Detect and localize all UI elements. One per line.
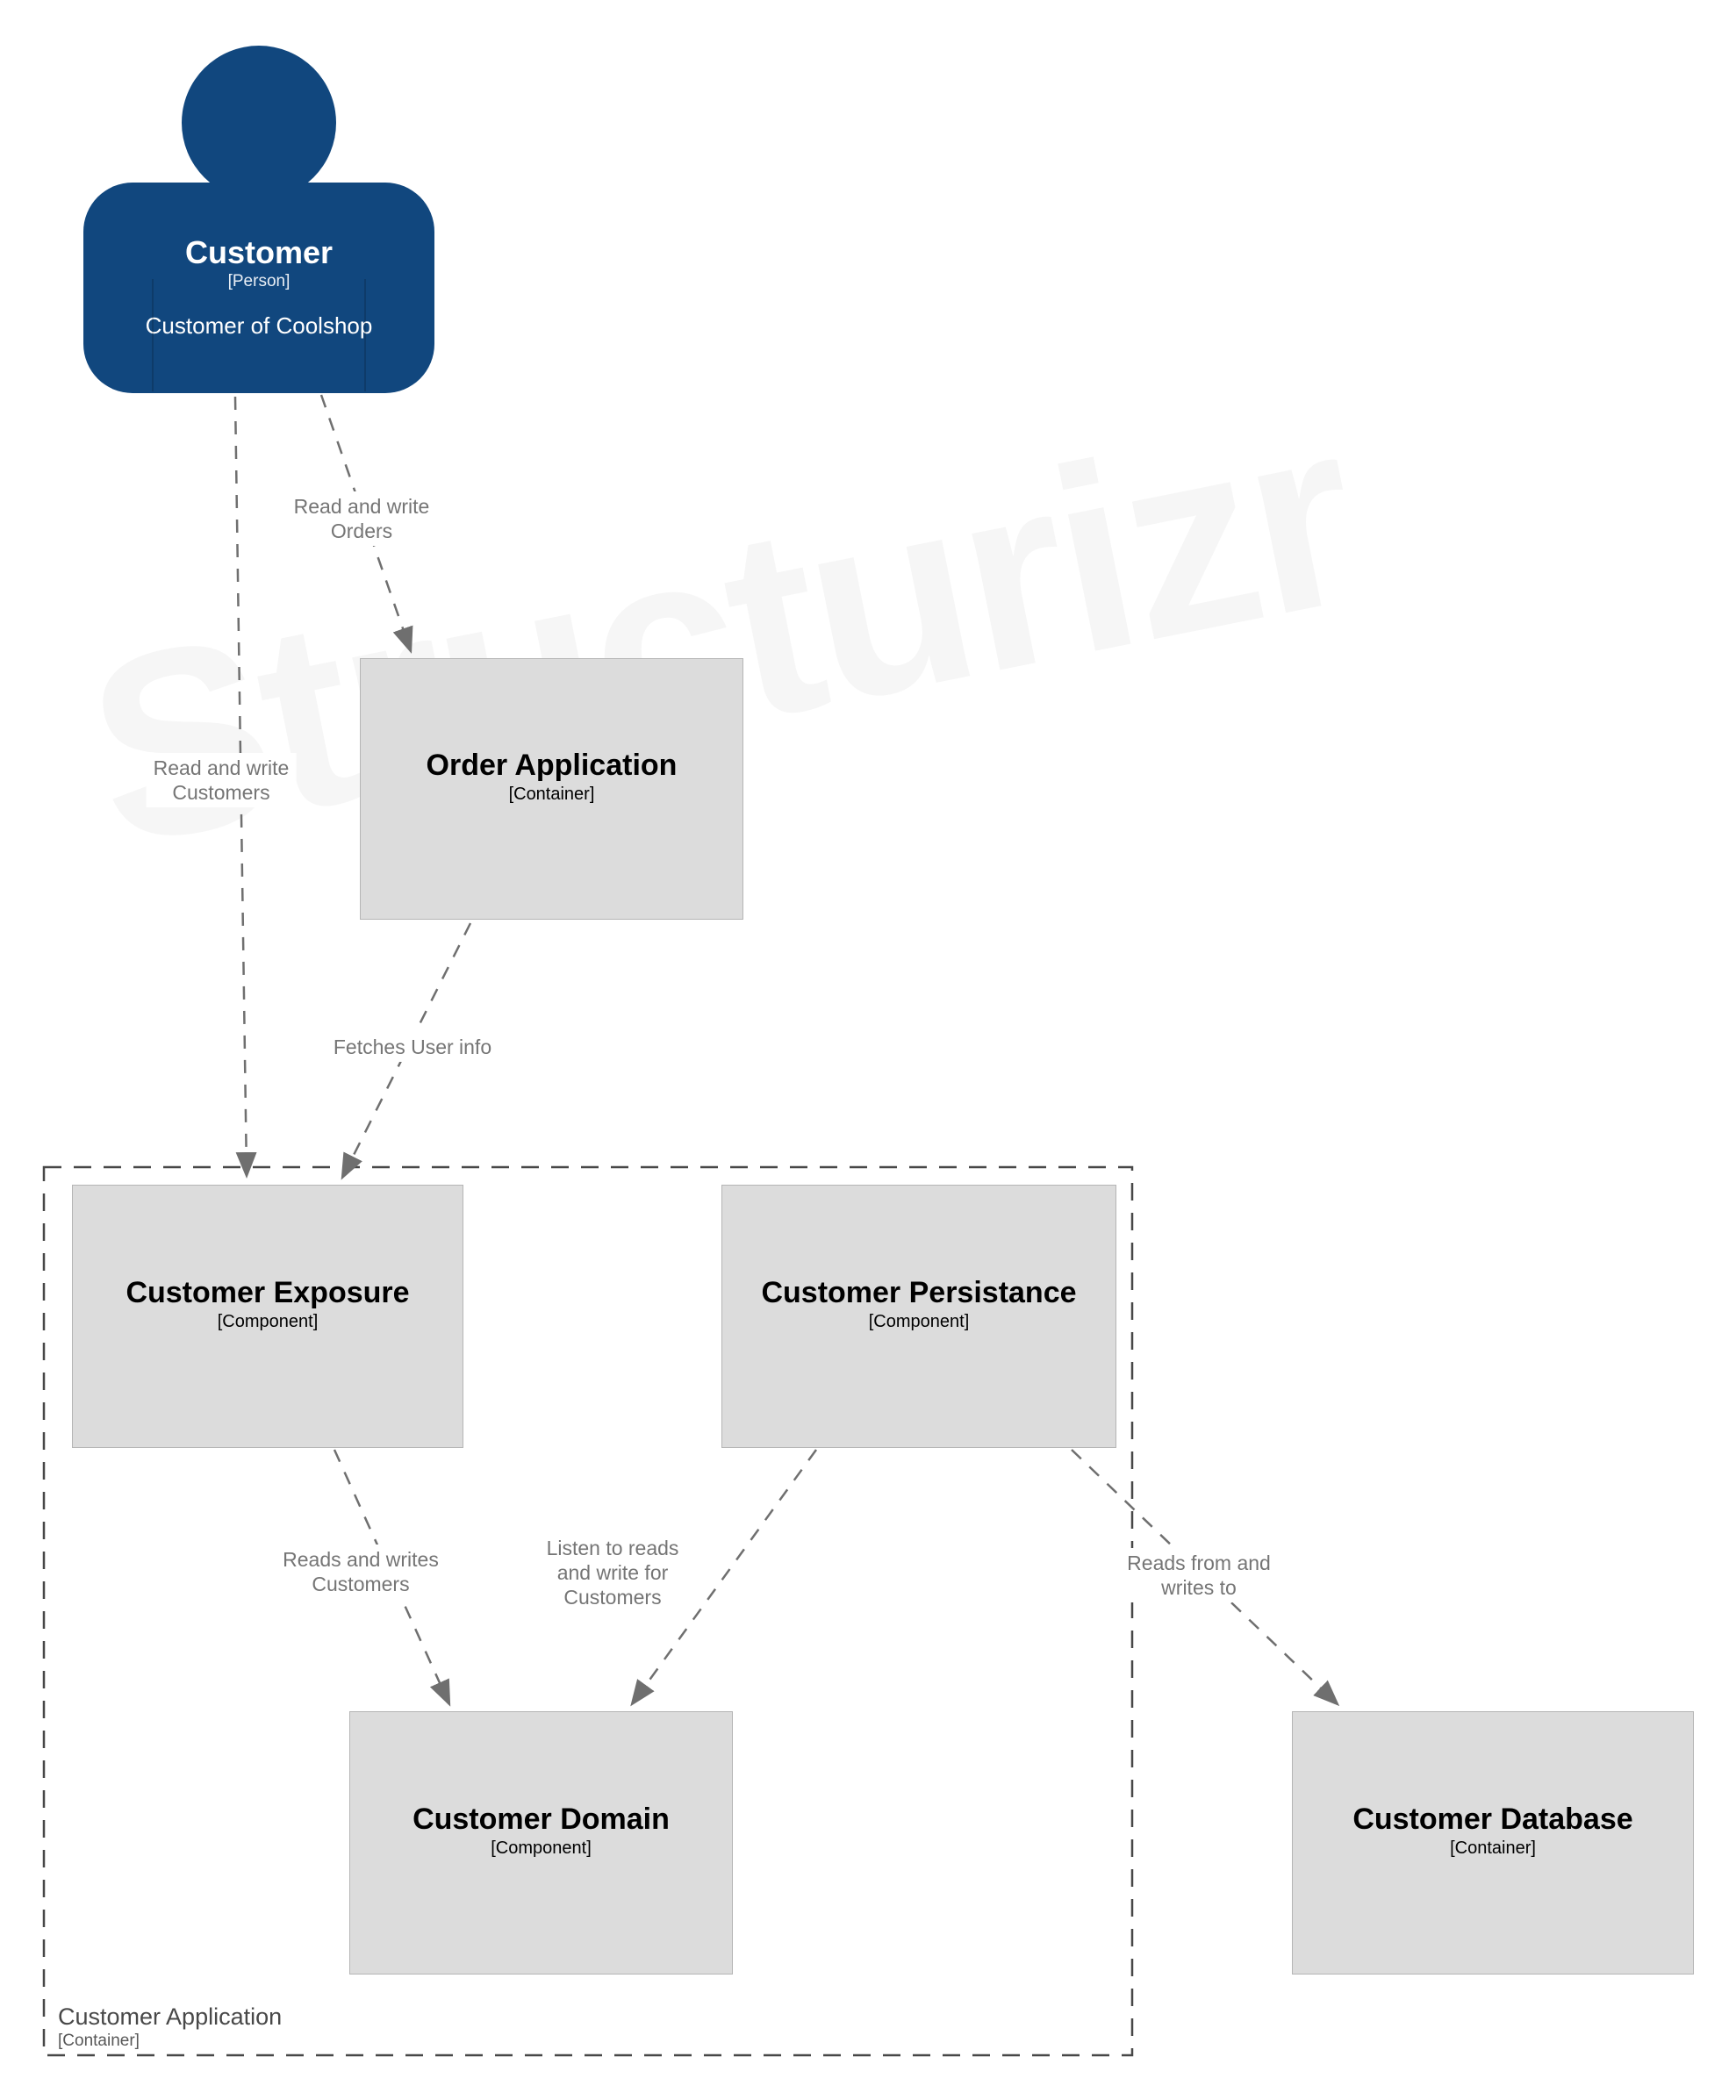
relationship-label-reads-writes-customers: Reads and writes Customers xyxy=(276,1545,446,1599)
node-customer-database[interactable]: Customer Database [Container] xyxy=(1292,1711,1694,1975)
relationship-label-listen-reads-write: Listen to reads and write for Customers xyxy=(539,1533,686,1612)
relationship-label-line: and write for xyxy=(556,1561,669,1584)
relationship-label-line: Customers xyxy=(312,1573,410,1595)
relationship-label-line: Customers xyxy=(172,781,270,804)
node-content: Customer Database [Container] xyxy=(1352,1802,1632,1860)
relationship-label-read-write-orders: Read and write Orders xyxy=(286,491,437,546)
node-customer-persistance[interactable]: Customer Persistance [Component] xyxy=(721,1185,1116,1448)
node-meta: [Container] xyxy=(508,785,595,804)
person-body: Customer [Person] Customer of Coolshop xyxy=(83,183,434,393)
relationship-label-read-write-customers: Read and write Customers xyxy=(146,753,297,807)
relationship-line-persistance-to-domain[interactable] xyxy=(630,1449,818,1707)
relationship-label-line: writes to xyxy=(1161,1576,1237,1599)
node-title: Order Application xyxy=(426,749,678,782)
relationship-label-line: Read and write xyxy=(153,756,290,779)
relationship-line-exposure-to-domain[interactable] xyxy=(333,1449,451,1707)
person-description: Customer of Coolshop xyxy=(145,312,373,339)
relationship-label-line: Reads from and xyxy=(1127,1552,1271,1574)
boundary-label: Customer Application [Container] xyxy=(58,2003,282,2052)
node-title: Customer Domain xyxy=(412,1803,670,1836)
boundary-meta: [Container] xyxy=(58,2032,140,2050)
boundary-name: Customer Application xyxy=(58,2003,283,2030)
person-arm-right xyxy=(364,279,366,391)
person-arm-left xyxy=(152,279,154,391)
relationship-label-line: Orders xyxy=(330,520,393,542)
relationship-label-fetches-user-info: Fetches User info xyxy=(326,1032,499,1062)
node-content: Order Application [Container] xyxy=(427,748,678,806)
node-title: Customer Persistance xyxy=(761,1276,1077,1309)
node-customer-domain[interactable]: Customer Domain [Component] xyxy=(349,1711,733,1975)
relationship-label-line: Reads and writes xyxy=(283,1548,439,1571)
boundary-customer-application xyxy=(42,1165,1134,2057)
node-customer-exposure[interactable]: Customer Exposure [Component] xyxy=(72,1185,463,1448)
person-name: Customer xyxy=(184,234,334,270)
node-content: Customer Exposure [Component] xyxy=(126,1275,409,1333)
node-order-application[interactable]: Order Application [Container] xyxy=(360,658,743,920)
relationship-label-line: Customers xyxy=(563,1586,662,1609)
relationship-label-reads-from-writes-to: Reads from and writes to xyxy=(1120,1548,1278,1602)
relationship-label-line: Listen to reads xyxy=(546,1537,679,1559)
node-meta: [Component] xyxy=(868,1312,970,1331)
person-head-icon xyxy=(182,46,336,200)
node-meta: [Component] xyxy=(217,1312,319,1331)
relationship-line-customer-to-exposure[interactable] xyxy=(233,396,257,1179)
node-content: Customer Persistance [Component] xyxy=(761,1275,1076,1333)
node-meta: [Component] xyxy=(491,1838,592,1858)
person-meta: [Person] xyxy=(227,272,291,290)
relationship-label-line: Fetches User info xyxy=(333,1036,492,1058)
node-title: Customer Exposure xyxy=(126,1276,410,1309)
node-title: Customer Database xyxy=(1352,1803,1633,1836)
node-content: Customer Domain [Component] xyxy=(412,1802,670,1860)
relationship-label-line: Read and write xyxy=(293,495,430,518)
node-meta: [Container] xyxy=(1450,1838,1536,1858)
